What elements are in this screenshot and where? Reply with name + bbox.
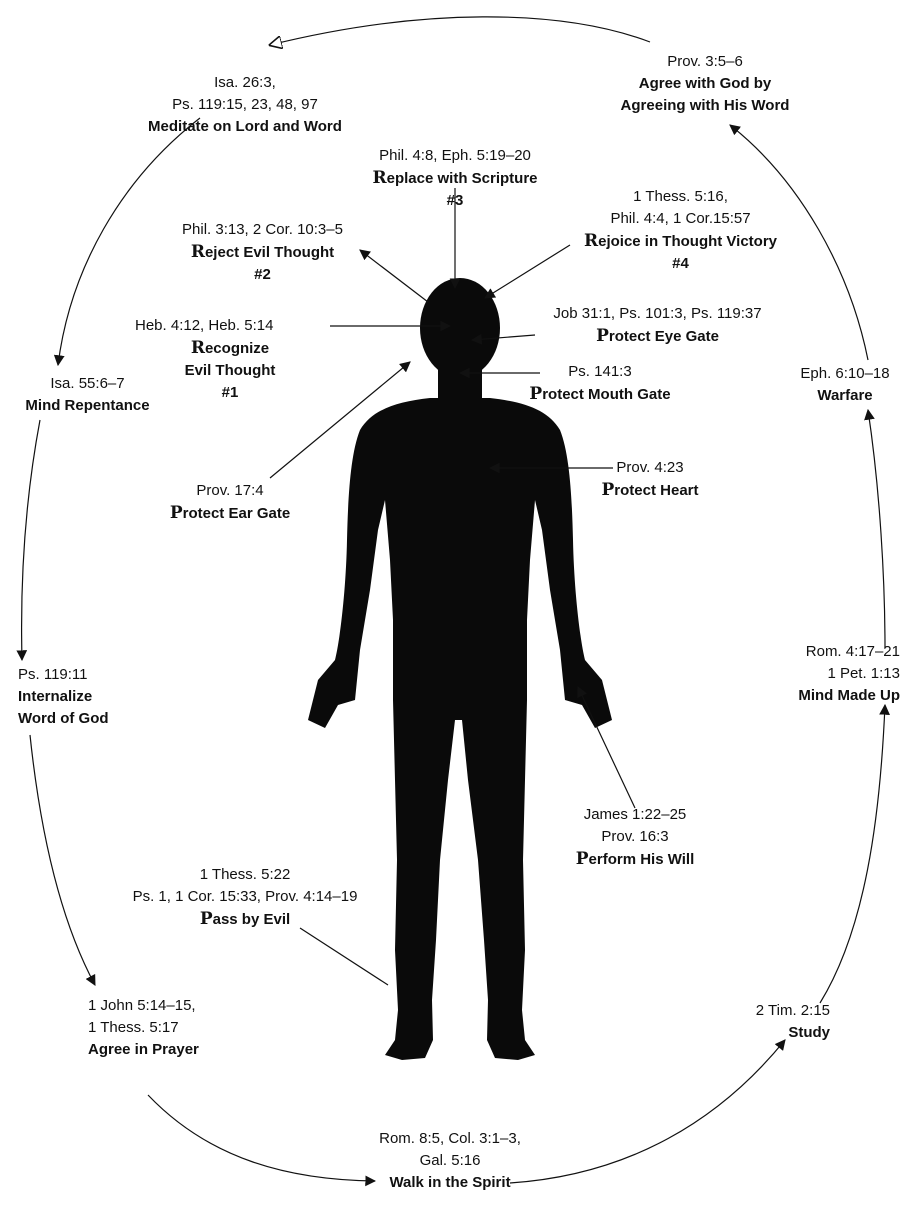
node-meditate-ref-1: Isa. 26:3, bbox=[120, 72, 370, 94]
node-mind-made-up-title: Mind Made Up bbox=[735, 685, 900, 707]
node-recognize-rest-1: ecognize bbox=[205, 340, 269, 357]
node-pass-ref-2: Ps. 1, 1 Cor. 15:33, Prov. 4:14–19 bbox=[100, 886, 390, 908]
cycle-arrow-walk-to-study bbox=[510, 1040, 785, 1183]
node-repentance-title: Mind Repentance bbox=[0, 395, 175, 417]
node-mouth-initial: P bbox=[529, 384, 542, 404]
node-reject-number: #2 bbox=[150, 264, 375, 286]
node-walk: Rom. 8:5, Col. 3:1–3, Gal. 5:16 Walk in … bbox=[355, 1128, 545, 1194]
node-replace-rest: eplace with Scripture bbox=[387, 170, 538, 187]
node-perform-initial: P bbox=[576, 849, 589, 869]
node-ear: Prov. 17:4 Protect Ear Gate bbox=[140, 480, 320, 525]
node-mind-made-up-ref-1: Rom. 4:17–21 bbox=[735, 641, 900, 663]
node-ear-initial: P bbox=[170, 503, 183, 523]
node-replace-title: Replace with Scripture bbox=[335, 167, 575, 190]
node-eye-ref-1: Job 31:1, Ps. 101:3, Ps. 119:37 bbox=[525, 303, 790, 325]
node-study: 2 Tim. 2:15 Study bbox=[715, 1000, 830, 1044]
node-replace-initial: R bbox=[372, 168, 386, 188]
node-heart-initial: P bbox=[602, 480, 615, 500]
node-rejoice-title: Rejoice in Thought Victory bbox=[548, 230, 813, 253]
cycle-arrow-repentance-to-internalize bbox=[22, 420, 40, 660]
node-heart-rest: rotect Heart bbox=[614, 482, 698, 499]
cycle-arrow-agree-to-meditate bbox=[270, 17, 650, 45]
node-agree-word: Prov. 3:5–6 Agree with God by Agreeing w… bbox=[580, 51, 830, 117]
node-replace-number: #3 bbox=[335, 190, 575, 212]
node-internalize-title-2: Word of God bbox=[18, 708, 158, 730]
node-mouth-ref-1: Ps. 141:3 bbox=[495, 361, 705, 383]
node-internalize-ref-1: Ps. 119:11 bbox=[18, 664, 158, 686]
cycle-arrow-internalize-to-prayer bbox=[30, 735, 95, 985]
node-eye-rest: rotect Eye Gate bbox=[609, 328, 719, 345]
node-meditate-title: Meditate on Lord and Word bbox=[120, 116, 370, 138]
node-reject-initial: R bbox=[191, 242, 205, 262]
node-heart-ref-1: Prov. 4:23 bbox=[560, 457, 740, 479]
cycle-arrow-prayer-to-walk bbox=[148, 1095, 375, 1181]
node-rejoice-ref-2: Phil. 4:4, 1 Cor.15:57 bbox=[548, 208, 813, 230]
node-perform-rest: erform His Will bbox=[589, 851, 695, 868]
node-perform-title: Perform His Will bbox=[545, 848, 725, 871]
node-mouth-title: Protect Mouth Gate bbox=[495, 383, 705, 406]
node-mouth-rest: rotect Mouth Gate bbox=[542, 386, 670, 403]
node-rejoice-rest: ejoice in Thought Victory bbox=[598, 233, 777, 250]
node-prayer-title: Agree in Prayer bbox=[88, 1039, 268, 1061]
node-rejoice-initial: R bbox=[584, 231, 598, 251]
node-heart: Prov. 4:23 Protect Heart bbox=[560, 457, 740, 502]
node-reject-title: Reject Evil Thought bbox=[150, 241, 375, 264]
node-walk-title: Walk in the Spirit bbox=[355, 1172, 545, 1194]
node-ear-rest: rotect Ear Gate bbox=[183, 505, 291, 522]
node-perform-ref-1: James 1:22–25 bbox=[545, 804, 725, 826]
cycle-arrow-study-to-mind-made-up bbox=[820, 705, 885, 1003]
node-internalize: Ps. 119:11 Internalize Word of God bbox=[18, 664, 158, 730]
cycle-arrow-mind-made-up-to-warfare bbox=[868, 410, 885, 648]
node-pass-ref-1: 1 Thess. 5:22 bbox=[100, 864, 390, 886]
node-repentance-ref-1: Isa. 55:6–7 bbox=[0, 373, 175, 395]
node-prayer-ref-2: 1 Thess. 5:17 bbox=[88, 1017, 268, 1039]
node-mind-made-up-ref-2: 1 Pet. 1:13 bbox=[735, 663, 900, 685]
node-repentance: Isa. 55:6–7 Mind Repentance bbox=[0, 373, 175, 417]
node-pass-initial: P bbox=[200, 909, 213, 929]
node-replace-ref-1: Phil. 4:8, Eph. 5:19–20 bbox=[335, 145, 575, 167]
node-reject-ref-1: Phil. 3:13, 2 Cor. 10:3–5 bbox=[150, 219, 375, 241]
node-study-title: Study bbox=[715, 1022, 830, 1044]
node-recognize-initial: R bbox=[191, 338, 205, 358]
node-mouth: Ps. 141:3 Protect Mouth Gate bbox=[495, 361, 705, 406]
node-meditate-ref-2: Ps. 119:15, 23, 48, 97 bbox=[120, 94, 370, 116]
node-heart-title: Protect Heart bbox=[560, 479, 740, 502]
node-eye-title: Protect Eye Gate bbox=[525, 325, 790, 348]
node-rejoice-ref-1: 1 Thess. 5:16, bbox=[548, 186, 813, 208]
node-recognize-title-1: Recognize bbox=[135, 337, 325, 360]
node-internalize-title-1: Internalize bbox=[18, 686, 158, 708]
arrow-pass bbox=[300, 928, 388, 985]
node-pass-rest: ass by Evil bbox=[213, 911, 291, 928]
node-eye-initial: P bbox=[596, 326, 609, 346]
node-agree-word-ref-1: Prov. 3:5–6 bbox=[580, 51, 830, 73]
node-rejoice-number: #4 bbox=[548, 253, 813, 275]
node-agree-word-title-1: Agree with God by bbox=[580, 73, 830, 95]
node-walk-ref-1: Rom. 8:5, Col. 3:1–3, bbox=[355, 1128, 545, 1150]
node-warfare: Eph. 6:10–18 Warfare bbox=[790, 363, 900, 407]
node-mind-made-up: Rom. 4:17–21 1 Pet. 1:13 Mind Made Up bbox=[735, 641, 900, 707]
node-ear-ref-1: Prov. 17:4 bbox=[140, 480, 320, 502]
node-perform-ref-2: Prov. 16:3 bbox=[545, 826, 725, 848]
node-eye: Job 31:1, Ps. 101:3, Ps. 119:37 Protect … bbox=[525, 303, 790, 348]
node-meditate: Isa. 26:3, Ps. 119:15, 23, 48, 97 Medita… bbox=[120, 72, 370, 138]
node-agree-word-title-2: Agreeing with His Word bbox=[580, 95, 830, 117]
node-prayer-ref-1: 1 John 5:14–15, bbox=[88, 995, 268, 1017]
node-warfare-ref-1: Eph. 6:10–18 bbox=[790, 363, 900, 385]
node-rejoice: 1 Thess. 5:16, Phil. 4:4, 1 Cor.15:57 Re… bbox=[548, 186, 813, 275]
node-prayer: 1 John 5:14–15, 1 Thess. 5:17 Agree in P… bbox=[88, 995, 268, 1061]
node-study-ref-1: 2 Tim. 2:15 bbox=[715, 1000, 830, 1022]
node-warfare-title: Warfare bbox=[790, 385, 900, 407]
node-pass-title: Pass by Evil bbox=[100, 908, 390, 931]
node-perform: James 1:22–25 Prov. 16:3 Perform His Wil… bbox=[545, 804, 725, 871]
node-walk-ref-2: Gal. 5:16 bbox=[355, 1150, 545, 1172]
node-replace: Phil. 4:8, Eph. 5:19–20 Replace with Scr… bbox=[335, 145, 575, 212]
node-reject: Phil. 3:13, 2 Cor. 10:3–5 Reject Evil Th… bbox=[150, 219, 375, 286]
node-recognize-ref-1: Heb. 4:12, Heb. 5:14 bbox=[135, 315, 325, 337]
node-pass: 1 Thess. 5:22 Ps. 1, 1 Cor. 15:33, Prov.… bbox=[100, 864, 390, 931]
node-reject-rest: eject Evil Thought bbox=[205, 244, 334, 261]
node-ear-title: Protect Ear Gate bbox=[140, 502, 320, 525]
